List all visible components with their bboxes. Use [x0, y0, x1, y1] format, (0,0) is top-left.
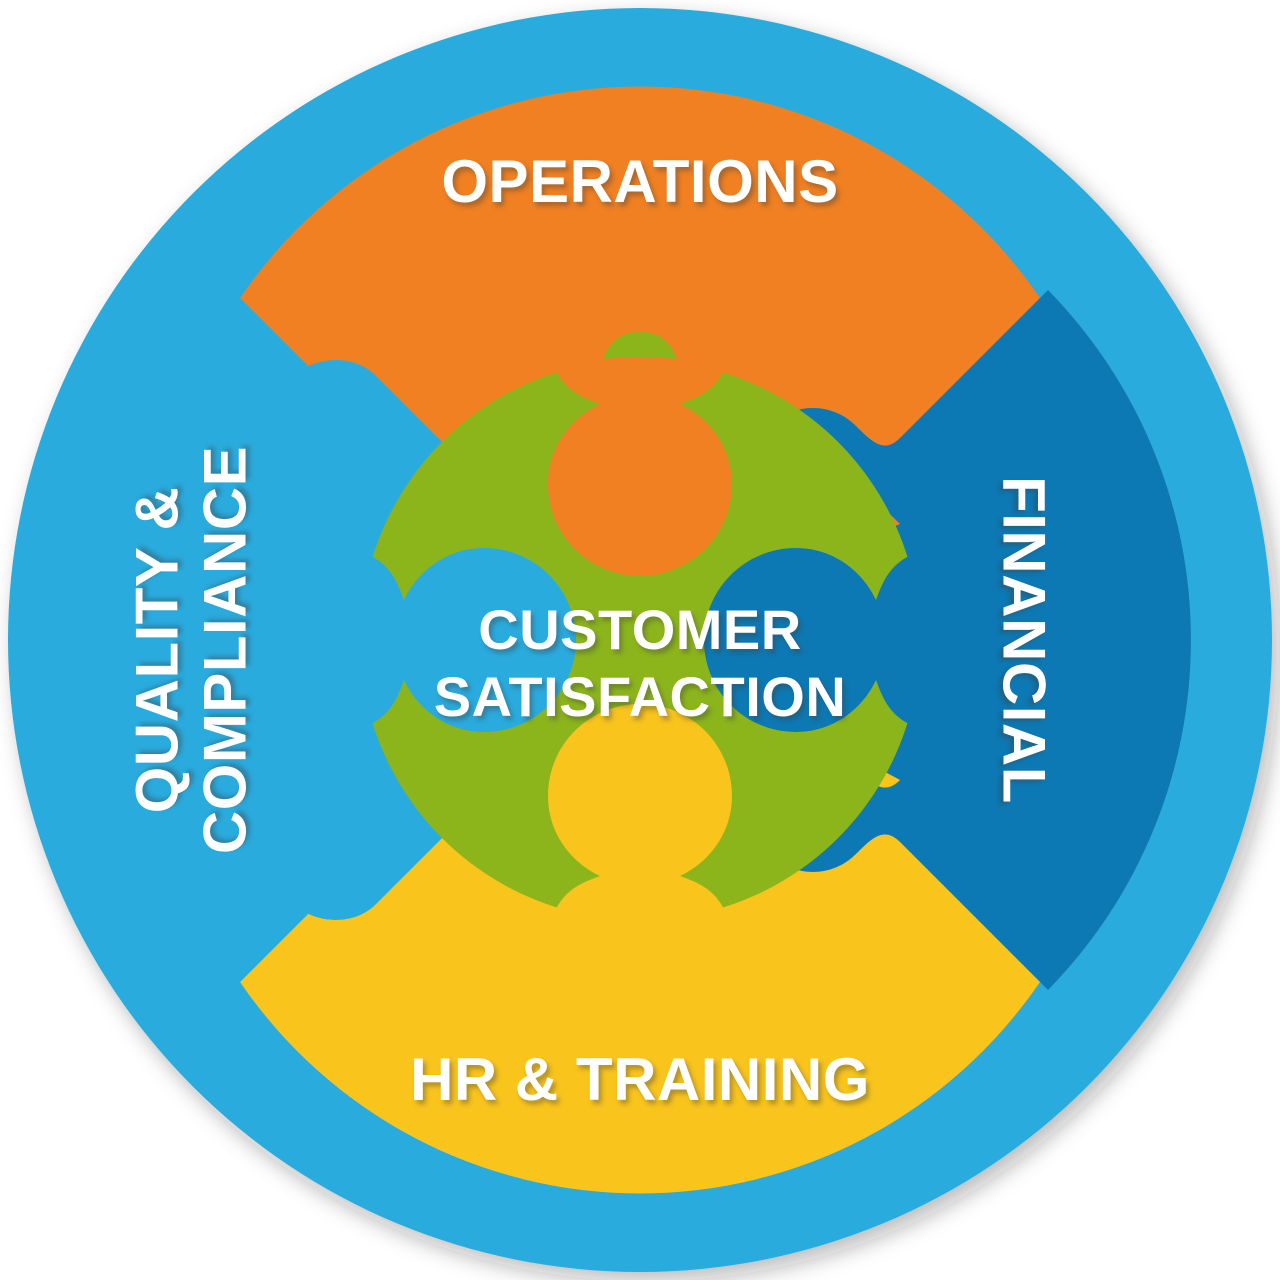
socket-right-darkblue: [704, 548, 923, 732]
center-green-disc: [360, 360, 920, 920]
quality-label-line1: QUALITY &: [123, 486, 191, 814]
socket-top-orange: [548, 357, 732, 576]
socket-left-lightblue: [357, 548, 576, 732]
center-green-group: [357, 357, 923, 923]
segment-label-financial: FINANCIAL: [990, 476, 1058, 804]
socket-bottom-yellow: [548, 704, 732, 923]
quality-label-line2: COMPLIANCE: [192, 445, 259, 855]
segment-label-quality-compliance: QUALITY & COMPLIANCE: [124, 446, 261, 854]
